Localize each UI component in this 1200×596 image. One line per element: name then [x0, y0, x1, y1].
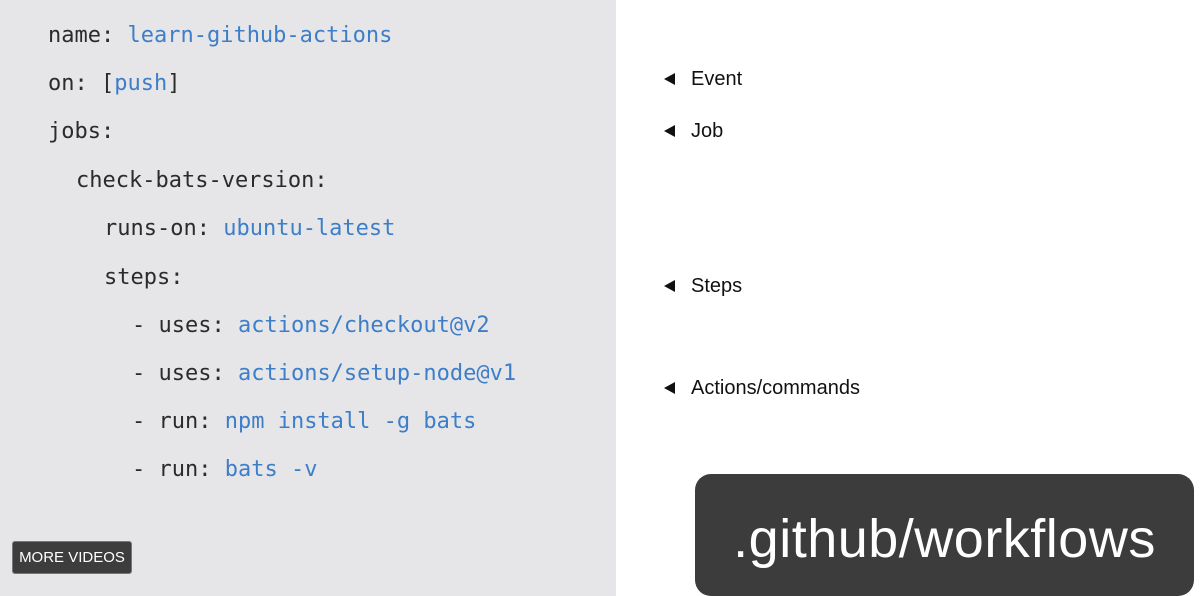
code-line-name: name: learn-github-actions — [48, 22, 392, 50]
code-line-steps: steps: — [104, 264, 183, 292]
code-key: name: — [48, 23, 128, 48]
annotation-job: Job — [664, 119, 723, 143]
annotation-label: Actions/commands — [691, 376, 860, 399]
annotation-label: Job — [691, 119, 724, 142]
code-value: actions/checkout@v2 — [237, 313, 490, 338]
annotation-event: Event — [664, 67, 742, 91]
code-key: - uses: — [132, 313, 238, 338]
left-pointer-icon — [664, 382, 675, 394]
annotation-steps: Steps — [664, 274, 742, 298]
code-panel — [0, 0, 616, 596]
code-line-jobs: jobs: — [48, 118, 114, 146]
workflows-path-overlay: .github/workflows — [695, 474, 1194, 596]
code-line-step-2: - uses: actions/setup-node@v1 — [132, 360, 516, 388]
left-pointer-icon — [664, 125, 675, 137]
code-key: - uses: — [132, 361, 238, 386]
code-bracket: ] — [167, 71, 181, 96]
annotation-label: Event — [691, 67, 743, 90]
code-key: steps: — [104, 265, 184, 290]
workflows-path-text: .github/workflows — [733, 509, 1156, 569]
code-value: ubuntu-latest — [223, 216, 396, 241]
left-pointer-icon — [664, 280, 675, 292]
code-key: jobs: — [48, 119, 115, 144]
code-line-step-1: - uses: actions/checkout@v2 — [132, 312, 490, 340]
annotation-actions: Actions/commands — [664, 376, 860, 400]
code-key: - run: — [132, 457, 225, 482]
left-pointer-icon — [664, 73, 675, 85]
code-line-runs-on: runs-on: ubuntu-latest — [104, 215, 395, 243]
code-value: push — [114, 71, 168, 96]
code-value: npm install -g bats — [224, 409, 477, 434]
code-key: - run: — [132, 409, 225, 434]
code-line-step-4: - run: bats -v — [132, 456, 317, 484]
code-line-on: on: [push] — [48, 70, 180, 98]
code-line-step-3: - run: npm install -g bats — [132, 408, 476, 436]
more-videos-button[interactable]: MORE VIDEOS — [12, 541, 132, 574]
code-value: bats -v — [224, 457, 318, 482]
code-key: check-bats-version: — [76, 168, 328, 193]
code-value: actions/setup-node@v1 — [237, 361, 517, 386]
code-key: on: [ — [48, 71, 115, 96]
code-key: runs-on: — [104, 216, 224, 241]
code-value: learn-github-actions — [127, 23, 393, 48]
annotation-label: Steps — [691, 274, 743, 297]
code-line-job-id: check-bats-version: — [76, 167, 328, 195]
